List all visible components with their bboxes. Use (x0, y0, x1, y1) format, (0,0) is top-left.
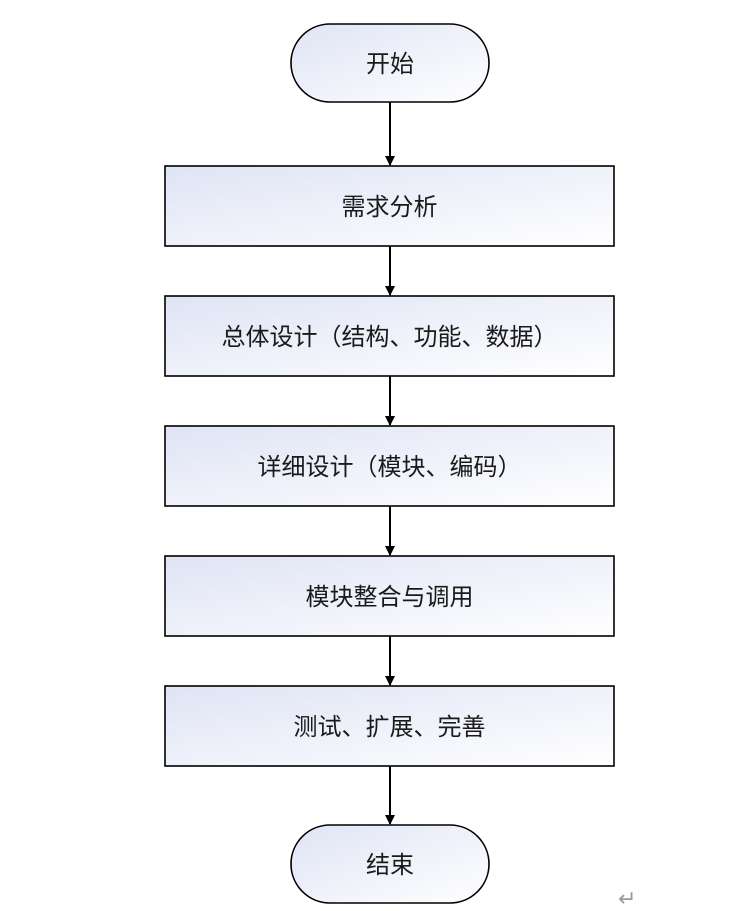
terminal-node-start: 开始 (290, 23, 490, 103)
node-label-step5: 测试、扩展、完善 (294, 713, 486, 741)
process-box-shape (164, 425, 615, 507)
process-box-shape (164, 165, 615, 247)
process-node-step1: 需求分析 (164, 165, 615, 247)
paragraph-mark-icon: ↵ (618, 887, 636, 911)
process-box-shape (164, 685, 615, 767)
terminal-node-end: 结束 (290, 824, 490, 904)
process-node-step3: 详细设计（模块、编码） (164, 425, 615, 507)
node-label-step3: 详细设计（模块、编码） (258, 453, 522, 481)
rounded-terminal-shape (290, 23, 490, 103)
node-label-step2: 总体设计（结构、功能、数据） (222, 323, 558, 351)
process-box-shape (164, 295, 615, 377)
node-label-step4: 模块整合与调用 (306, 583, 474, 611)
process-node-step2: 总体设计（结构、功能、数据） (164, 295, 615, 377)
process-box-shape (164, 555, 615, 637)
node-label-end: 结束 (366, 851, 414, 879)
rounded-terminal-shape (290, 824, 490, 904)
node-label-step1: 需求分析 (342, 193, 438, 221)
process-node-step4: 模块整合与调用 (164, 555, 615, 637)
process-node-step5: 测试、扩展、完善 (164, 685, 615, 767)
node-label-start: 开始 (366, 50, 414, 78)
